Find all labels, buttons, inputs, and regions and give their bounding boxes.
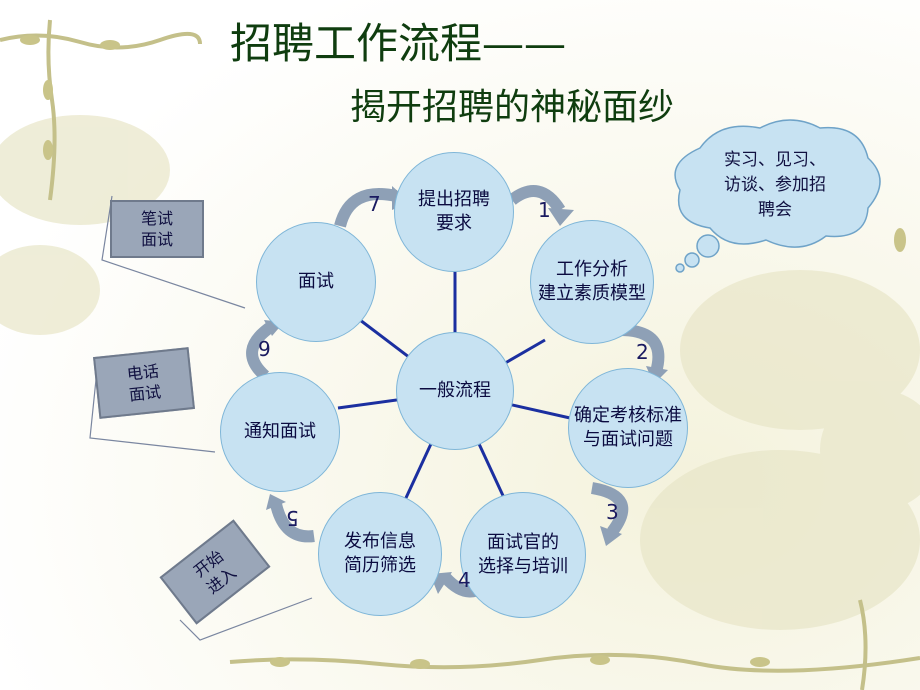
page-title: 招聘工作流程——: [230, 19, 567, 68]
arrow-7: [334, 188, 398, 228]
node-label: 发布信息 简历筛选: [344, 531, 416, 576]
node-step-4: 面试官的 选择与培训: [460, 492, 586, 618]
node-label: 提出招聘 要求: [418, 189, 490, 234]
node-step-3: 确定考核标准 与面试问题: [568, 368, 688, 488]
node-label: 通知面试: [244, 421, 316, 442]
node-step-6: 通知面试: [220, 372, 340, 492]
node-label: 面试: [298, 271, 334, 292]
node-step-1: 提出招聘 要求: [394, 152, 514, 272]
cloud-note: 实习、见习、 访谈、参加招 聘会: [724, 150, 826, 220]
step-number-4: 4: [458, 568, 471, 592]
node-label: 确定考核标准 与面试问题: [574, 405, 682, 450]
node-step-5: 发布信息 简历筛选: [318, 492, 442, 616]
page-subtitle: 揭开招聘的神秘面纱: [350, 87, 675, 128]
node-step-2: 工作分析 建立素质模型: [530, 220, 654, 344]
cycle-arrows: [246, 185, 665, 598]
node-step-7: 面试: [256, 222, 376, 342]
node-label: 工作分析 建立素质模型: [538, 259, 646, 304]
center-label: 一般流程: [419, 380, 491, 401]
step-number-3: 3: [606, 500, 619, 524]
center-node: 一般流程: [396, 332, 514, 450]
node-label: 面试官的 选择与培训: [478, 532, 568, 577]
thought-cloud: [674, 119, 881, 273]
vine-leaves: [20, 35, 906, 669]
side-box-phone-interview: 电话 面试: [93, 347, 195, 419]
floral-decoration: [0, 115, 920, 630]
step-number-7: 7: [368, 192, 381, 216]
arrow-5: [270, 502, 315, 543]
step-number-1: 1: [538, 198, 551, 222]
arrow-6: [246, 321, 276, 381]
side-box-written-interview: 笔试 面试: [110, 200, 204, 258]
arrow-3: [590, 482, 629, 536]
arrow-1: [508, 185, 566, 214]
step-number-5: 5: [286, 506, 299, 530]
step-number-6: 6: [258, 336, 271, 360]
step-number-2: 2: [636, 340, 649, 364]
